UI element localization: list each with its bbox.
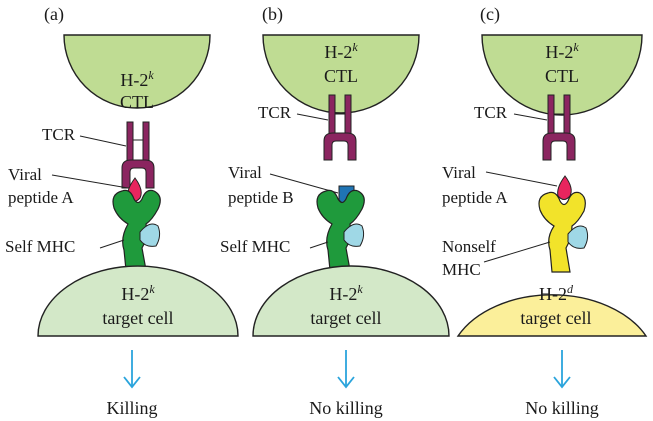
- panel-b-ctl-sublabel: CTL: [324, 66, 358, 86]
- panel-a-mhc-label: Self MHC: [5, 237, 75, 256]
- panel-a-mhc: [112, 189, 161, 271]
- panel-c-target-cell: [456, 294, 648, 337]
- panel-b-mhc-label: Self MHC: [220, 237, 290, 256]
- arrow-down-icon: [123, 350, 141, 389]
- panel-a-peptide-label-1: Viral: [8, 165, 42, 184]
- panel-b-mhc: [316, 189, 365, 271]
- panel-c-target-sublabel: target cell: [520, 308, 591, 328]
- panel-c-peptide-label-1: Viral: [442, 163, 476, 182]
- panel-c-label: (c): [480, 4, 500, 25]
- panel-a-tcr-label: TCR: [42, 125, 76, 144]
- panel-c-ctl-label: H-2k: [545, 40, 579, 62]
- panel-c-beta2m: [567, 225, 589, 249]
- arrow-down-icon: [337, 350, 355, 389]
- panel-b-peptide-label-1: Viral: [228, 163, 262, 182]
- panel-b-peptide-label-2: peptide B: [228, 188, 294, 207]
- panel-a: (a) H-2k CTL TCR Viral peptide A Self MH…: [5, 4, 239, 418]
- panel-b-ctl-label: H-2k: [324, 40, 358, 62]
- panel-a-target-cell: [37, 265, 239, 337]
- panel-b-tcr: [323, 94, 357, 161]
- panel-a-beta2m: [139, 223, 161, 247]
- panel-b-outcome: No killing: [309, 398, 383, 418]
- panel-c-ctl-sublabel: CTL: [545, 66, 579, 86]
- panel-b: (b) H-2k CTL TCR Viral peptide B Self MH…: [220, 4, 450, 418]
- panel-a-label: (a): [44, 4, 64, 25]
- panel-c-peptide: [557, 175, 572, 200]
- panel-b-tcr-label: TCR: [258, 103, 292, 122]
- panel-b-target-sublabel: target cell: [310, 308, 381, 328]
- panel-b-target-label: H-2k: [329, 282, 363, 304]
- panel-a-tcr: [121, 121, 155, 189]
- panel-b-beta2m: [343, 223, 365, 247]
- panel-a-target-sublabel: target cell: [102, 308, 173, 328]
- panel-c-target-label: H-2d: [539, 282, 574, 304]
- arrow-down-icon: [553, 350, 571, 389]
- panel-a-outcome: Killing: [106, 398, 157, 418]
- panel-b-label: (b): [262, 4, 283, 25]
- panel-a-ctl-sublabel: CTL: [120, 92, 154, 112]
- panel-c-mhc: [538, 191, 586, 273]
- panel-a-target-label: H-2k: [121, 282, 155, 304]
- panel-c-mhc-label: Nonself: [442, 237, 496, 256]
- panel-c-outcome: No killing: [525, 398, 599, 418]
- panel-a-ctl-label: H-2k: [120, 68, 154, 90]
- panel-c-tcr-label: TCR: [474, 103, 508, 122]
- panel-a-peptide-label-2: peptide A: [8, 188, 74, 207]
- panel-c-mhc-label-2: MHC: [442, 260, 481, 279]
- panel-b-target-cell: [252, 265, 450, 337]
- panel-c-tcr: [542, 94, 576, 161]
- panel-c: (c) H-2k CTL TCR Viral peptide A Nonself…: [442, 4, 648, 418]
- panel-c-peptide-label-2: peptide A: [442, 188, 508, 207]
- panel-a-ctl-cell: [63, 34, 211, 109]
